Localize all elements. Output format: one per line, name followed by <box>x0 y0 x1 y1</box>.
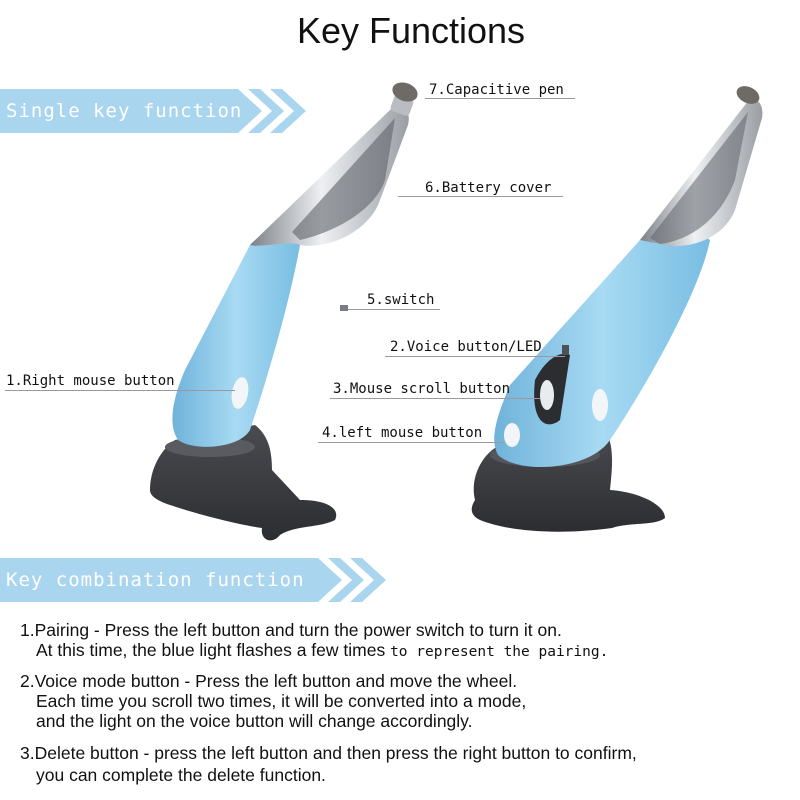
left-mouse-button-shape <box>504 423 520 447</box>
switch-shape <box>340 305 348 311</box>
callout-switch: 5.switch <box>367 292 435 308</box>
left-pen-stand <box>150 425 337 541</box>
instruction-voice-line1: 2.Voice mode button - Press the left but… <box>20 671 518 691</box>
callout-right-mouse-button: 1.Right mouse button <box>6 373 175 389</box>
instruction-voice-line2: Each time you scroll two times, it will … <box>36 691 527 711</box>
callout-capacitive-pen: 7.Capacitive pen <box>429 82 564 98</box>
banner-shape <box>0 558 386 602</box>
right-button-shape <box>592 389 608 421</box>
single-key-banner-label: Single key function <box>6 100 243 122</box>
leader-line <box>385 356 565 357</box>
instruction-pairing-line2: At this time, the blue light flashes a f… <box>36 640 608 662</box>
chevron-right-icon <box>328 558 364 602</box>
callout-left-mouse-button: 4.left mouse button <box>322 425 483 441</box>
callout-voice-button: 2.Voice button/LED <box>390 339 542 355</box>
instruction-pairing-line2b: to represent the pairing. <box>390 644 609 660</box>
right-mouse-button-shape <box>231 377 249 409</box>
combination-banner-label: Key combination function <box>6 569 305 591</box>
instruction-delete-line2: you can complete the delete function. <box>36 765 326 785</box>
combination-banner: Key combination function <box>0 558 400 602</box>
instruction-pairing-line2a: At this time, the blue light flashes a f… <box>36 640 386 660</box>
scroll-wheel-shape <box>540 380 554 410</box>
leader-line <box>5 390 235 391</box>
instruction-delete-line1: 3.Delete button - press the left button … <box>20 743 637 763</box>
leader-line <box>348 309 440 310</box>
chevron-right-icon <box>270 89 306 133</box>
right-pen <box>494 86 763 467</box>
single-key-banner: Single key function <box>0 89 310 133</box>
banner-shape <box>0 89 306 133</box>
product-illustration <box>150 82 763 541</box>
voice-led-shape <box>562 345 569 355</box>
left-pen <box>172 82 418 447</box>
instruction-pairing-line1: 1.Pairing - Press the left button and tu… <box>20 620 562 640</box>
chevron-right-icon <box>350 558 386 602</box>
leader-line <box>318 442 504 443</box>
page-title: Key Functions <box>296 10 526 51</box>
callout-scroll-button: 3.Mouse scroll button <box>333 381 511 397</box>
leader-line <box>330 398 540 399</box>
leader-line <box>425 98 575 99</box>
leader-line <box>398 196 563 197</box>
instruction-voice-line3: and the light on the voice button will c… <box>36 711 473 731</box>
chevron-right-icon <box>248 89 284 133</box>
callout-battery-cover: 6.Battery cover <box>425 180 552 196</box>
